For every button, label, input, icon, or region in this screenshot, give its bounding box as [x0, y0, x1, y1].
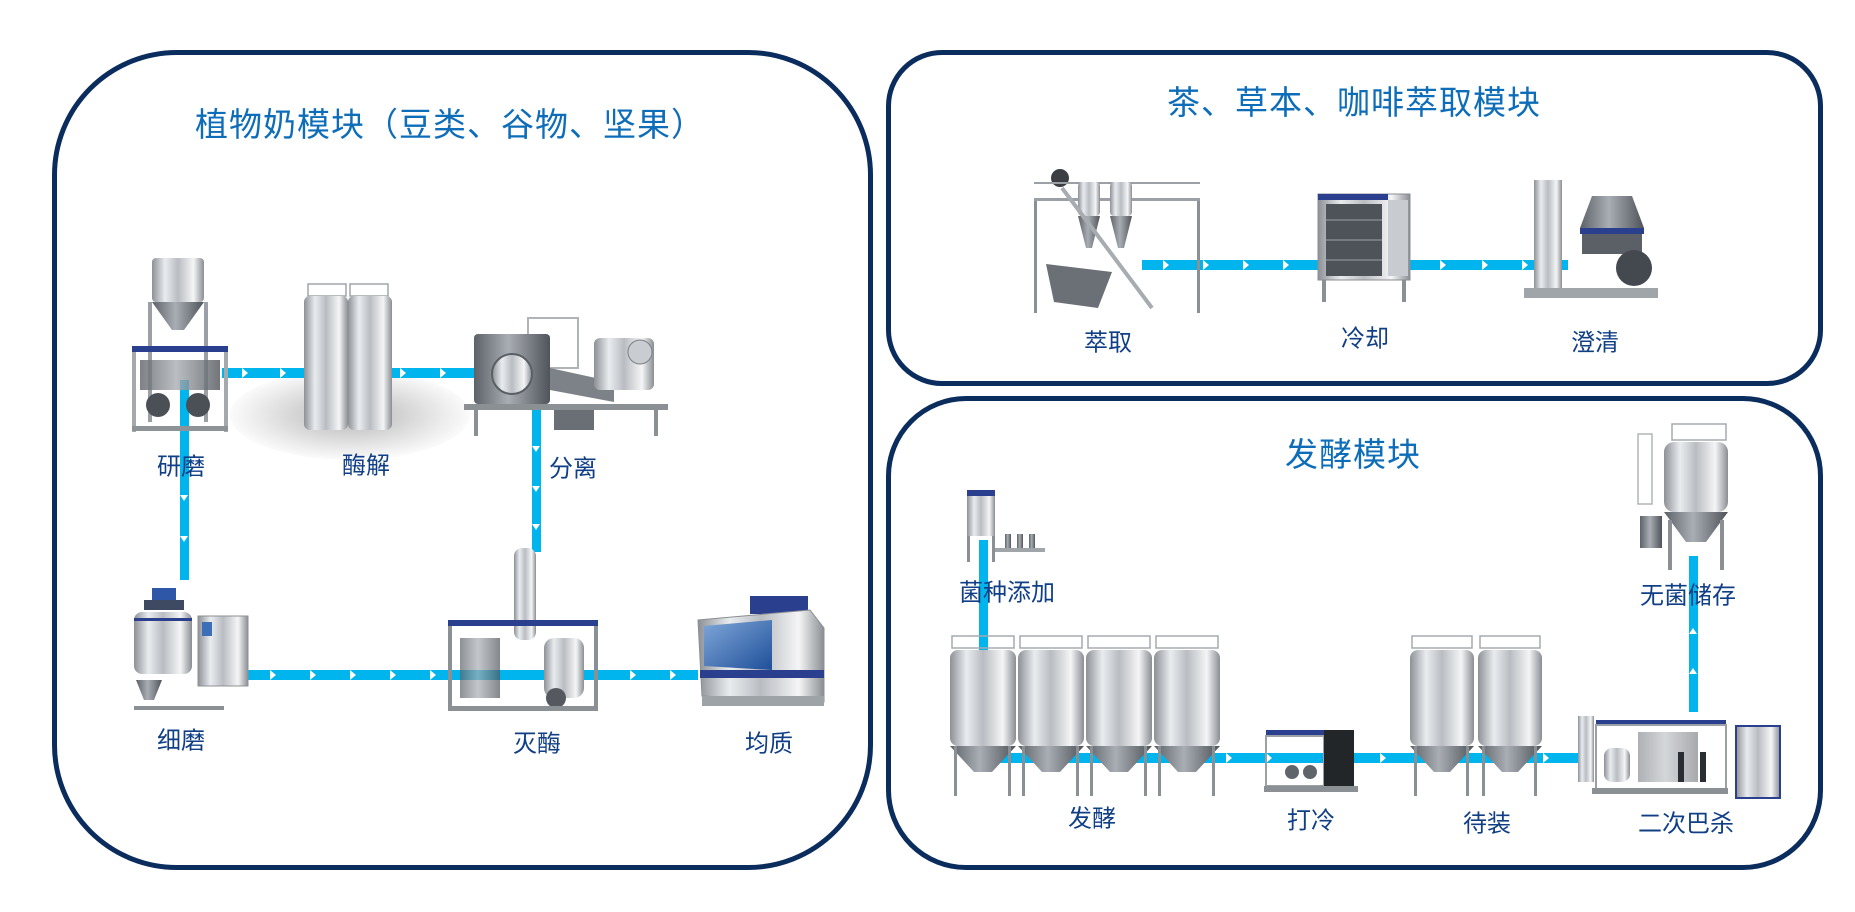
stage-label-cooling: 冷却 — [1341, 324, 1389, 353]
flow-arrow-icon — [180, 536, 188, 542]
flow-arrow-icon — [1440, 260, 1446, 270]
culture-dosing-icon — [965, 490, 1045, 564]
fermentation-module-title: 发酵模块 — [1285, 435, 1421, 474]
uht-skid-icon — [446, 548, 602, 716]
flow-arrow-icon — [1203, 260, 1209, 270]
stage-label-homogenization: 均质 — [745, 729, 793, 758]
mixing-tank-icon — [132, 588, 256, 718]
flow-arrow-icon — [310, 670, 316, 680]
flow-arrow-icon — [1543, 753, 1549, 763]
decanter-separator-icon — [464, 317, 668, 436]
stage-label-fine-grinding: 细磨 — [157, 726, 205, 755]
homogenizer-icon — [690, 592, 830, 716]
stage-label-enzyme-inactivation: 灭酶 — [513, 729, 561, 758]
fermentation-tanks-icon — [948, 634, 1222, 798]
flow-arrow-icon — [280, 368, 286, 378]
flow-arrow-icon — [532, 446, 540, 452]
plant-milk-module-title: 植物奶模块（豆类、谷物、坚果） — [195, 105, 705, 144]
centrifuge-icon — [1522, 174, 1660, 308]
stage-label-aseptic-storage: 无菌储存 — [1640, 581, 1736, 610]
flow-arrow-icon — [350, 670, 356, 680]
stage-label-enzymolysis: 酶解 — [342, 451, 390, 480]
pipe-pasteurization-to-aseptic-storage — [1689, 556, 1698, 712]
flow-arrow-icon — [1482, 260, 1488, 270]
flow-arrow-icon — [1243, 260, 1249, 270]
flow-arrow-icon — [1226, 753, 1232, 763]
aseptic-tank-icon — [1636, 423, 1734, 572]
pasteurizer-icon — [1578, 692, 1784, 802]
buffer-tanks-icon — [1408, 634, 1544, 798]
plate-heat-exchanger-icon — [1314, 190, 1414, 304]
flow-arrow-icon — [430, 670, 436, 680]
pipe-grinding-to-fine-grinding — [180, 380, 189, 580]
extraction-platform-icon — [1032, 168, 1202, 314]
grinding-mill-icon — [128, 250, 232, 436]
flow-arrow-icon — [1689, 628, 1697, 634]
stage-label-second-pasteurization: 二次巴杀 — [1638, 809, 1734, 838]
flow-arrow-icon — [630, 670, 636, 680]
flow-arrow-icon — [242, 368, 248, 378]
stage-label-grinding: 研磨 — [157, 452, 205, 481]
flow-arrow-icon — [1266, 753, 1272, 763]
stage-label-fermentation: 发酵 — [1068, 804, 1116, 833]
flow-arrow-icon — [390, 670, 396, 680]
flow-arrow-icon — [1522, 260, 1528, 270]
flow-arrow-icon — [180, 495, 188, 501]
extraction-module-title: 茶、草本、咖啡萃取模块 — [1167, 83, 1541, 122]
flow-arrow-icon — [670, 670, 676, 680]
twin-tank-icon — [302, 283, 394, 432]
stage-label-buffer: 待装 — [1463, 809, 1511, 838]
cooler-icon — [1262, 716, 1360, 794]
flow-arrow-icon — [400, 368, 406, 378]
stage-label-clarification: 澄清 — [1571, 328, 1619, 357]
flow-arrow-icon — [1689, 668, 1697, 674]
pipe-fermentation-to-pasteurization — [1000, 753, 1580, 763]
stage-label-extraction: 萃取 — [1084, 328, 1132, 357]
stage-label-separation: 分离 — [549, 454, 597, 483]
flow-arrow-icon — [1163, 260, 1169, 270]
flow-arrow-icon — [532, 486, 540, 492]
stage-label-culture-addition: 菌种添加 — [959, 578, 1055, 607]
stage-label-chilling: 打冷 — [1287, 806, 1335, 835]
pipe-separation-to-inactivation — [532, 400, 541, 552]
flow-arrow-icon — [270, 670, 276, 680]
flow-arrow-icon — [532, 524, 540, 530]
flow-arrow-icon — [1380, 753, 1386, 763]
flow-arrow-icon — [440, 368, 446, 378]
flow-arrow-icon — [1283, 260, 1289, 270]
